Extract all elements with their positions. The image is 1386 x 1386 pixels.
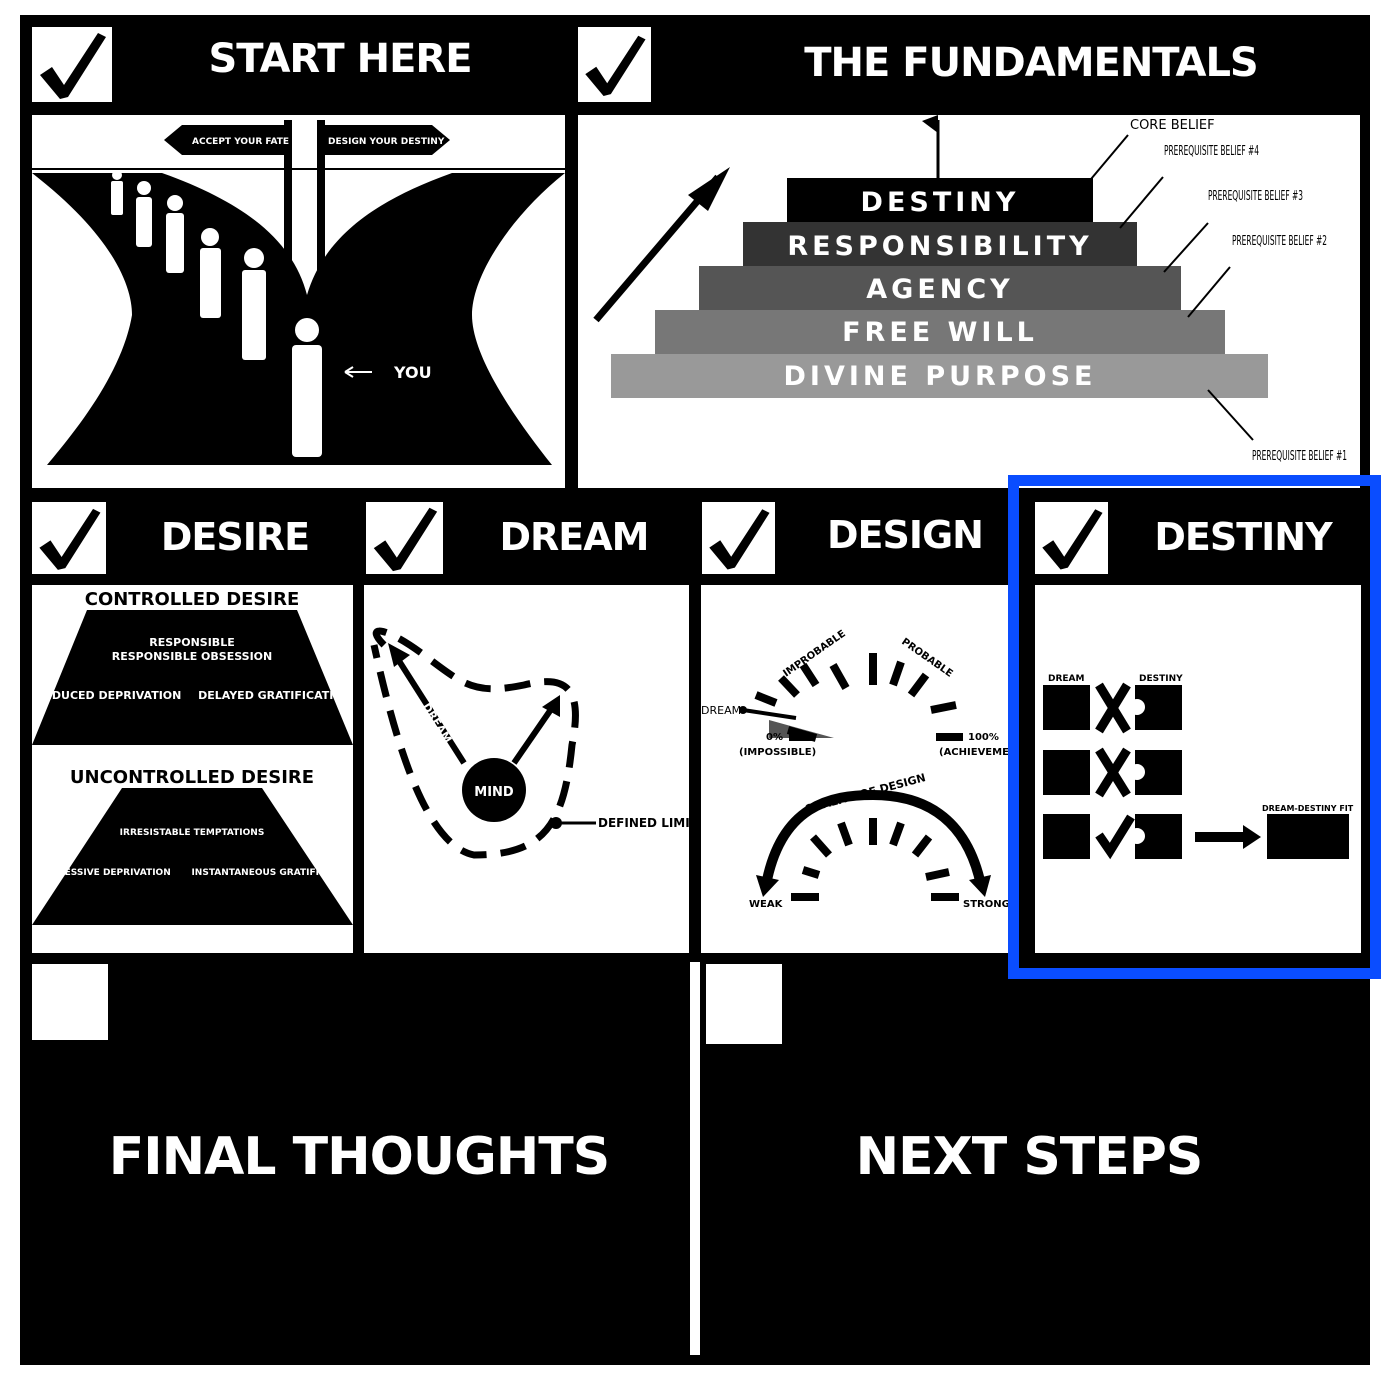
selected-module-highlight [1008, 475, 1381, 979]
module-image: DESTINY RESPONSIBILITY AGENCY FREE WILL … [578, 115, 1360, 488]
arrow-left-icon [344, 366, 372, 378]
completed-checkbox[interactable] [1035, 502, 1108, 574]
module-card-next-steps[interactable]: NEXT STEPS [704, 962, 1370, 1355]
divider [690, 962, 700, 1355]
module-image: MIND DREAM DREAM DEFINED LIMIT [364, 585, 689, 953]
checkmark-icon [1042, 509, 1103, 570]
checkmark-icon [39, 508, 101, 570]
completed-checkbox[interactable] [702, 502, 775, 574]
svg-text:100%: 100% [968, 732, 999, 743]
checkmark-icon [373, 507, 438, 572]
module-image: DREAM IMPROBABLE PROBABLE 0% (IMPOSSIBLE… [701, 585, 1010, 953]
level-label: FREE WILL [842, 317, 1038, 348]
you-label: YOU [393, 363, 432, 382]
callout: CORE BELIEF [1130, 118, 1215, 133]
module-card-final-thoughts[interactable]: FINAL THOUGHTS [30, 962, 688, 1355]
module-title: DESIGN [826, 513, 984, 557]
module-card-dream[interactable]: DREAM MIND DREAM DREAM DEFINED LIMIT [364, 495, 690, 953]
svg-text:0%: 0% [766, 732, 783, 743]
checkmark-icon [585, 35, 646, 96]
module-card-desire[interactable]: DESIRE CONTROLLED DESIRE RESPONSIBLE RES… [30, 495, 354, 953]
checkmark-icon [709, 509, 770, 570]
svg-text:STRONG: STRONG [963, 899, 1010, 910]
module-title: NEXT STEPS [855, 1127, 1204, 1187]
sign-left: ACCEPT YOUR FATE [192, 137, 289, 147]
checkmark-icon [40, 33, 106, 99]
completed-checkbox[interactable] [32, 27, 112, 102]
module-card-design[interactable]: DESIGN DREAM IMPROBABLE PROBABLE 0% (IMP… [700, 495, 1010, 953]
quality-of-design-label: QUALITY OF DESIGN [803, 771, 927, 816]
module-title: FINAL THOUGHTS [108, 1127, 610, 1187]
module-image: ACCEPT YOUR FATE DESIGN YOUR DESTINY YOU [32, 115, 565, 488]
module-card-the-fundamentals[interactable]: THE FUNDAMENTALS DESTINY RESPONSIBILITY … [576, 20, 1361, 490]
svg-text:(IMPOSSIBLE): (IMPOSSIBLE) [739, 747, 816, 758]
svg-text:INSTANTANEOUS GRATIFICATION: INSTANTANEOUS GRATIFICATION [191, 868, 353, 878]
level-label: RESPONSIBILITY [787, 231, 1092, 262]
module-image: CONTROLLED DESIRE RESPONSIBLE RESPONSIBL… [32, 585, 353, 953]
dream-destiny-fit-label: DREAM-DESTINY FIT [1262, 804, 1354, 813]
incomplete-checkbox[interactable] [32, 964, 108, 1040]
svg-text:DELAYED GRATIFICATION: DELAYED GRATIFICATION [198, 689, 352, 702]
completed-checkbox[interactable] [366, 502, 443, 574]
module-title: THE FUNDAMENTALS [804, 40, 1259, 86]
flag-icon [922, 115, 938, 133]
svg-text:PROBABLE: PROBABLE [899, 636, 954, 679]
controlled-desire-title: CONTROLLED DESIRE [85, 589, 300, 610]
svg-text:DREAM: DREAM [420, 701, 455, 746]
svg-text:IRRESISTABLE TEMPTATIONS: IRRESISTABLE TEMPTATIONS [120, 828, 265, 838]
svg-text:EXCESSIVE DEPRIVATION: EXCESSIVE DEPRIVATION [45, 868, 170, 878]
level-label: DIVINE PURPOSE [784, 361, 1097, 392]
svg-text:(ACHIEVEMENT): (ACHIEVEMENT) [939, 747, 1010, 758]
module-title: DREAM [499, 515, 650, 559]
completed-checkbox[interactable] [32, 502, 106, 574]
svg-text:DREAM: DREAM [1048, 674, 1085, 684]
callout: PREREQUISITE BELIEF #2 [1232, 234, 1327, 249]
module-title: DESIRE [160, 515, 310, 559]
callout: PREREQUISITE BELIEF #3 [1208, 189, 1303, 204]
level-label: AGENCY [866, 274, 1013, 305]
person-icons [111, 170, 322, 457]
completed-checkbox[interactable] [578, 27, 651, 102]
level-label: DESTINY [861, 187, 1020, 218]
callout: PREREQUISITE BELIEF #1 [1252, 449, 1347, 464]
module-card-start-here[interactable]: START HERE ACCEPT YOUR FATE DESIGN YOUR … [30, 20, 566, 490]
mind-label: MIND [474, 785, 514, 800]
svg-text:DREAM: DREAM [701, 704, 741, 717]
defined-limit-label: DEFINED LIMIT [598, 816, 689, 830]
svg-text:INDUCED DEPRIVATION: INDUCED DEPRIVATION [39, 689, 182, 702]
module-title: DESTINY [1154, 515, 1332, 559]
svg-text:WEAK: WEAK [749, 899, 784, 910]
svg-text:RESPONSIBLE OBSESSION: RESPONSIBLE OBSESSION [112, 650, 272, 663]
callout: PREREQUISITE BELIEF #4 [1164, 144, 1259, 159]
sign-right: DESIGN YOUR DESTINY [328, 137, 445, 147]
module-title: START HERE [208, 36, 472, 82]
incomplete-checkbox[interactable] [706, 964, 782, 1044]
module-card-destiny[interactable]: DESTINY DREAM DESTINY DREAM-DESTINY FIT [1033, 495, 1361, 953]
svg-text:DESTINY: DESTINY [1139, 674, 1183, 684]
module-image: DREAM DESTINY DREAM-DESTINY FIT [1035, 585, 1361, 953]
svg-text:RESPONSIBLE: RESPONSIBLE [149, 636, 234, 649]
uncontrolled-desire-title: UNCONTROLLED DESIRE [70, 767, 314, 788]
